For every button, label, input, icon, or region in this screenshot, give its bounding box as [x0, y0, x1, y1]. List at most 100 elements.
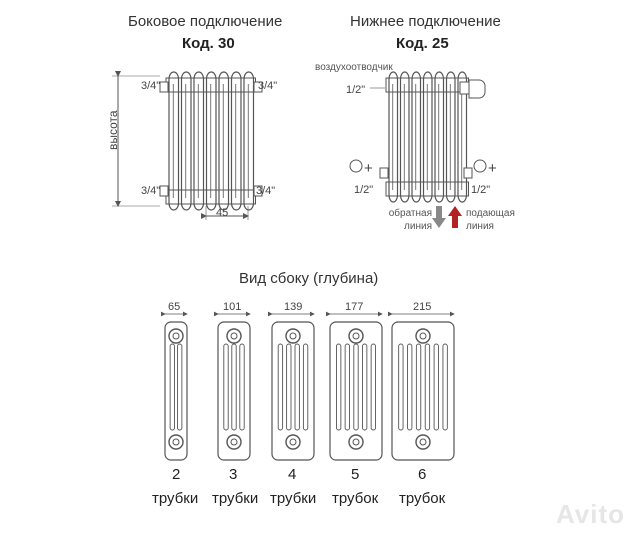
side-view-tube-5 — [362, 343, 368, 431]
supply-line-arrow — [448, 206, 462, 228]
bottom-radiator-section — [411, 71, 422, 203]
side-view-nipple-bottom-inner-3 — [230, 438, 238, 446]
thermostat-icon-left — [349, 159, 363, 173]
side-view-tube-4 — [294, 343, 300, 431]
side-radiator-section — [230, 71, 242, 211]
thread-label-bottom-right: 1/2" — [471, 184, 491, 196]
side-view-nipple-bottom-inner-6 — [419, 438, 427, 446]
side-view-nipple-top-inner-5 — [352, 332, 360, 340]
side-view-nipple-bottom-5 — [348, 434, 364, 450]
side-inlet-br — [253, 185, 263, 197]
return-line-arrow — [432, 206, 446, 228]
avito-watermark: Avito — [555, 499, 625, 529]
side-view-tube-3 — [239, 343, 245, 431]
side-view-nipple-bottom-inner-5 — [352, 438, 360, 446]
bottom-valve-right — [463, 167, 473, 179]
bottom-valve-left — [379, 167, 389, 179]
side-view-nipple-top-4 — [285, 328, 301, 344]
side-view-tube-4 — [277, 343, 284, 431]
bottom-radiator-bottom-collector — [385, 181, 469, 197]
plus-right: + — [488, 160, 497, 177]
side-view-tube-6 — [398, 343, 404, 431]
plus-left: + — [364, 160, 373, 177]
side-radiator-section — [243, 71, 255, 211]
tube-count-2: 2 — [172, 466, 181, 483]
bottom-connection-code: Код. 25 — [396, 35, 449, 52]
side-radiator-section — [218, 71, 230, 211]
depth-label-2: 65 — [168, 301, 181, 313]
side-view-nipple-top-6 — [415, 328, 431, 344]
thread-label-top-left: 3/4" — [141, 80, 161, 92]
thread-label-bottom-right: 3/4" — [256, 185, 276, 197]
side-view-tube-3 — [223, 343, 229, 431]
side-inlet-tr — [253, 81, 263, 93]
bottom-connection-title: Нижнее подключение — [350, 13, 501, 30]
side-view-tube-6 — [407, 343, 413, 431]
bottom-radiator-section — [399, 71, 410, 203]
bottom-radiator-section — [388, 71, 399, 203]
side-view-tube-2 — [169, 343, 175, 431]
side-radiator-section — [193, 71, 205, 211]
side-radiator-section — [180, 71, 192, 211]
tube-count-5: 5 — [351, 466, 360, 483]
depth-label-5: 177 — [345, 301, 364, 313]
side-view-tube-4 — [302, 343, 309, 431]
side-view-nipple-bottom-2 — [168, 434, 184, 450]
thread-label-bottom-left: 3/4" — [141, 185, 161, 197]
tube-unit-2: трубки — [152, 490, 199, 507]
bottom-radiator-section — [445, 71, 456, 203]
tube-count-4: 4 — [288, 466, 297, 483]
air-vent-valve — [468, 79, 486, 99]
offset-label: 45 — [216, 207, 229, 219]
depth-label-4: 139 — [284, 301, 303, 313]
side-view-tube-6 — [415, 343, 422, 431]
height-label: высота — [106, 110, 120, 150]
side-view-nipple-top-inner-3 — [230, 332, 238, 340]
tube-unit-4: трубки — [270, 490, 317, 507]
tube-unit-3: трубки — [212, 490, 259, 507]
side-view-nipple-top-inner-2 — [172, 332, 180, 340]
return-line-label: обратная линия — [388, 208, 432, 232]
bottom-radiator-section — [422, 71, 433, 203]
side-view-tube-5 — [370, 343, 376, 431]
side-view-tube-6 — [424, 343, 431, 431]
side-view-nipple-bottom-6 — [415, 434, 431, 450]
side-connection-title: Боковое подключение — [128, 13, 283, 30]
supply-line-label: подающая линия — [466, 208, 515, 232]
tube-unit-5: трубок — [332, 490, 379, 507]
depth-label-6: 215 — [413, 301, 432, 313]
tube-count-6: 6 — [418, 466, 427, 483]
side-view-nipple-bottom-4 — [285, 434, 301, 450]
tube-unit-6: трубок — [399, 490, 446, 507]
side-view-tube-5 — [344, 343, 350, 431]
side-view-nipple-bottom-3 — [226, 434, 242, 450]
side-view-nipple-top-2 — [168, 328, 184, 344]
side-view-nipple-bottom-inner-4 — [289, 438, 297, 446]
side-view-tube-6 — [433, 343, 439, 431]
side-view-nipple-top-inner-4 — [289, 332, 297, 340]
side-connection-code: Код. 30 — [182, 35, 235, 52]
side-view-nipple-top-5 — [348, 328, 364, 344]
side-radiator-bottom-collector — [165, 189, 256, 205]
depth-label-3: 101 — [223, 301, 242, 313]
thread-label-top: 1/2" — [346, 84, 366, 96]
side-radiator-section — [168, 71, 180, 211]
side-view-title: Вид сбоку (глубина) — [239, 270, 379, 287]
tube-count-3: 3 — [229, 466, 238, 483]
air-vent-body — [459, 81, 470, 95]
thread-label-bottom-left: 1/2" — [354, 184, 374, 196]
side-inlet-bl — [159, 185, 169, 197]
side-view-tube-2 — [177, 343, 183, 431]
side-radiator-section — [205, 71, 217, 211]
thread-label-top-right: 3/4" — [258, 80, 278, 92]
bottom-radiator-section — [434, 71, 445, 203]
side-view-nipple-bottom-inner-2 — [172, 438, 180, 446]
side-view-tube-5 — [336, 343, 342, 431]
side-inlet-tl — [159, 81, 169, 93]
side-view-tube-4 — [286, 343, 292, 431]
side-view-nipple-top-3 — [226, 328, 242, 344]
thermostat-icon-right — [473, 159, 487, 173]
side-view-tube-6 — [442, 343, 448, 431]
